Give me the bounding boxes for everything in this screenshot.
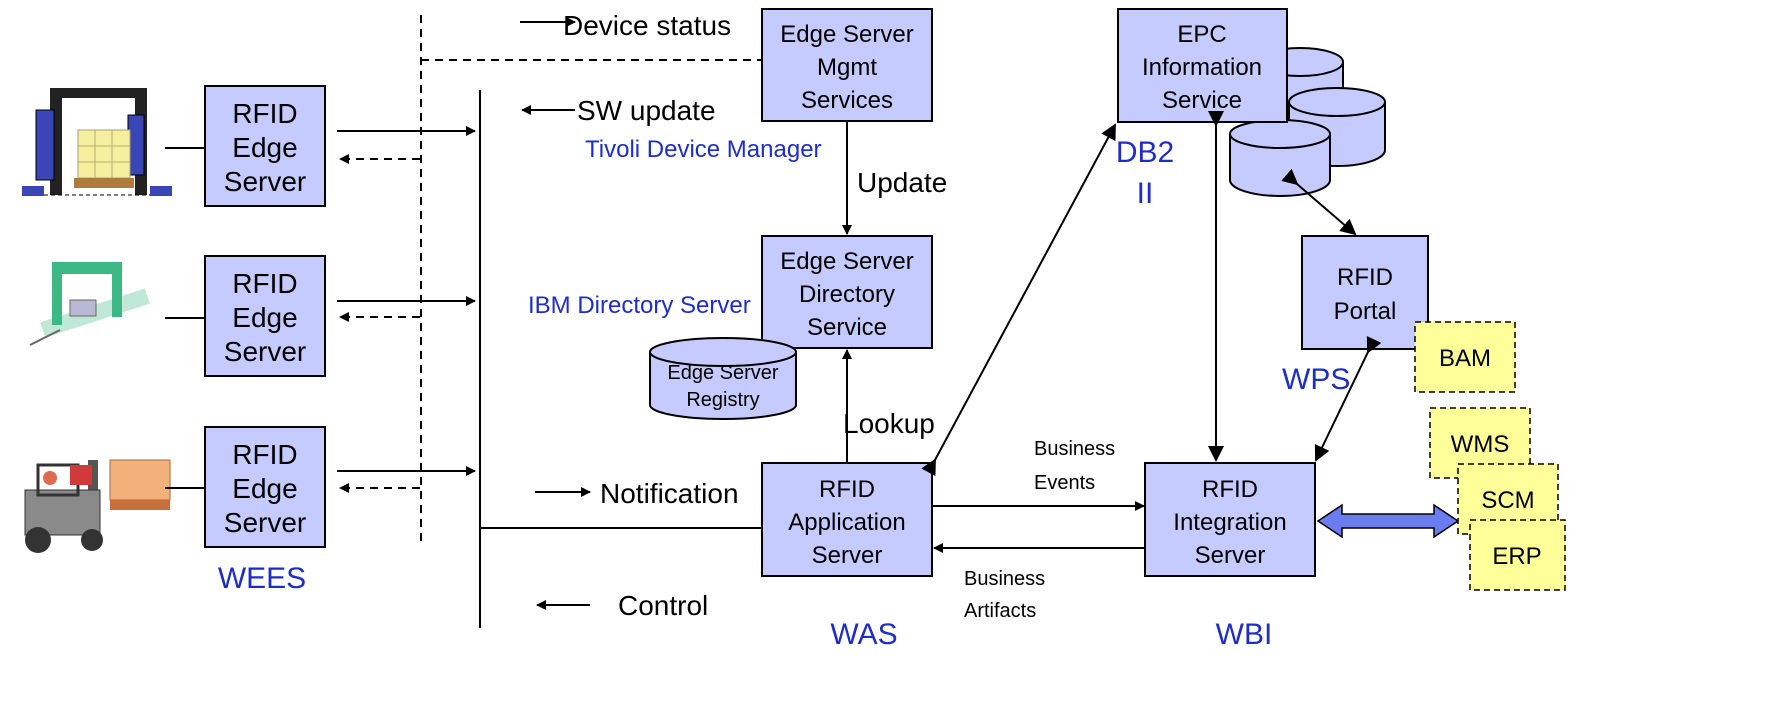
device-status-label: Device status — [563, 10, 731, 41]
edge-server-box-1[interactable]: RFID Edge Server — [204, 85, 326, 207]
epc-label: Information — [1142, 54, 1262, 81]
edge-server-label: RFID — [232, 98, 297, 129]
bam-label: BAM — [1439, 345, 1491, 372]
integration-label: Server — [1195, 542, 1266, 569]
sw-update-label: SW update — [577, 95, 716, 126]
update-label: Update — [857, 167, 947, 198]
edge-server-label: RFID — [232, 268, 297, 299]
edge-mgmt-label: Services — [801, 87, 893, 114]
erp-system-box[interactable]: ERP — [1469, 519, 1566, 591]
edge-arrows — [337, 126, 476, 493]
edge-server-label: Edge — [232, 473, 297, 504]
edge-mgmt-services-box[interactable]: Edge Server Mgmt Services — [761, 8, 933, 122]
rfid-application-server-box[interactable]: RFID Application Server — [761, 462, 933, 577]
rfid-forklift-reader-icon — [24, 459, 171, 553]
bam-system-box[interactable]: BAM — [1414, 321, 1516, 393]
wees-label: WEES — [218, 562, 306, 595]
registry-label: Edge Server — [667, 362, 779, 384]
edge-server-registry-database[interactable]: Edge Server Registry — [649, 337, 797, 420]
edge-mgmt-label: Mgmt — [817, 54, 877, 81]
business-events-label: Business — [1034, 438, 1115, 460]
edge-server-label: RFID — [232, 439, 297, 470]
integration-label: Integration — [1173, 509, 1286, 536]
rfid-integration-server-box[interactable]: RFID Integration Server — [1144, 462, 1316, 577]
edge-server-label: Edge — [232, 132, 297, 163]
db2-label: II — [1137, 177, 1154, 210]
edge-server-label: Edge — [232, 302, 297, 333]
wbi-label: WBI — [1216, 618, 1273, 651]
was-label: WAS — [830, 618, 897, 651]
business-events-label: Events — [1034, 472, 1095, 494]
rfid-portal-box[interactable]: RFID Portal — [1301, 235, 1429, 350]
portal-integration-arrow — [1314, 335, 1382, 462]
edge-server-label: Server — [224, 507, 306, 538]
epc-label: EPC — [1177, 21, 1226, 48]
portal-label: Portal — [1334, 298, 1397, 325]
db-portal-arrow — [1281, 168, 1357, 236]
business-artifacts-label: Business — [964, 568, 1045, 590]
db2-label: DB2 — [1116, 136, 1174, 169]
portal-label: RFID — [1337, 264, 1393, 291]
edge-directory-label: Service — [807, 314, 887, 341]
epc-information-service-box[interactable]: EPC Information Service — [1117, 8, 1288, 123]
app-server-label: Application — [788, 509, 905, 536]
rfid-conveyor-reader-icon — [29, 262, 150, 346]
edge-mgmt-label: Edge Server — [780, 21, 913, 48]
rfid-portal-reader-icon — [22, 88, 172, 196]
business-artifacts-label: Artifacts — [964, 600, 1036, 622]
integration-systems-double-arrow — [1316, 503, 1460, 539]
epc-label: Service — [1162, 87, 1242, 114]
erp-label: ERP — [1492, 543, 1541, 570]
control-label: Control — [618, 590, 708, 621]
edge-directory-label: Edge Server — [780, 248, 913, 275]
integration-label: RFID — [1202, 476, 1258, 503]
edge-directory-service-box[interactable]: Edge Server Directory Service — [761, 235, 933, 349]
wps-label: WPS — [1282, 363, 1350, 396]
wms-label: WMS — [1451, 431, 1510, 458]
edge-server-box-3[interactable]: RFID Edge Server — [204, 426, 326, 548]
edge-server-label: Server — [224, 166, 306, 197]
edge-server-box-2[interactable]: RFID Edge Server — [204, 255, 326, 377]
app-server-label: Server — [812, 542, 883, 569]
tivoli-label: Tivoli Device Manager — [585, 136, 822, 163]
scm-label: SCM — [1481, 487, 1534, 514]
app-epc-arrow — [921, 123, 1116, 477]
ibm-directory-server-label: IBM Directory Server — [528, 292, 751, 319]
registry-label: Registry — [686, 389, 759, 411]
lookup-label: Lookup — [843, 408, 935, 439]
edge-server-label: Server — [224, 336, 306, 367]
app-server-label: RFID — [819, 476, 875, 503]
notification-label: Notification — [600, 478, 739, 509]
edge-directory-label: Directory — [799, 281, 895, 308]
